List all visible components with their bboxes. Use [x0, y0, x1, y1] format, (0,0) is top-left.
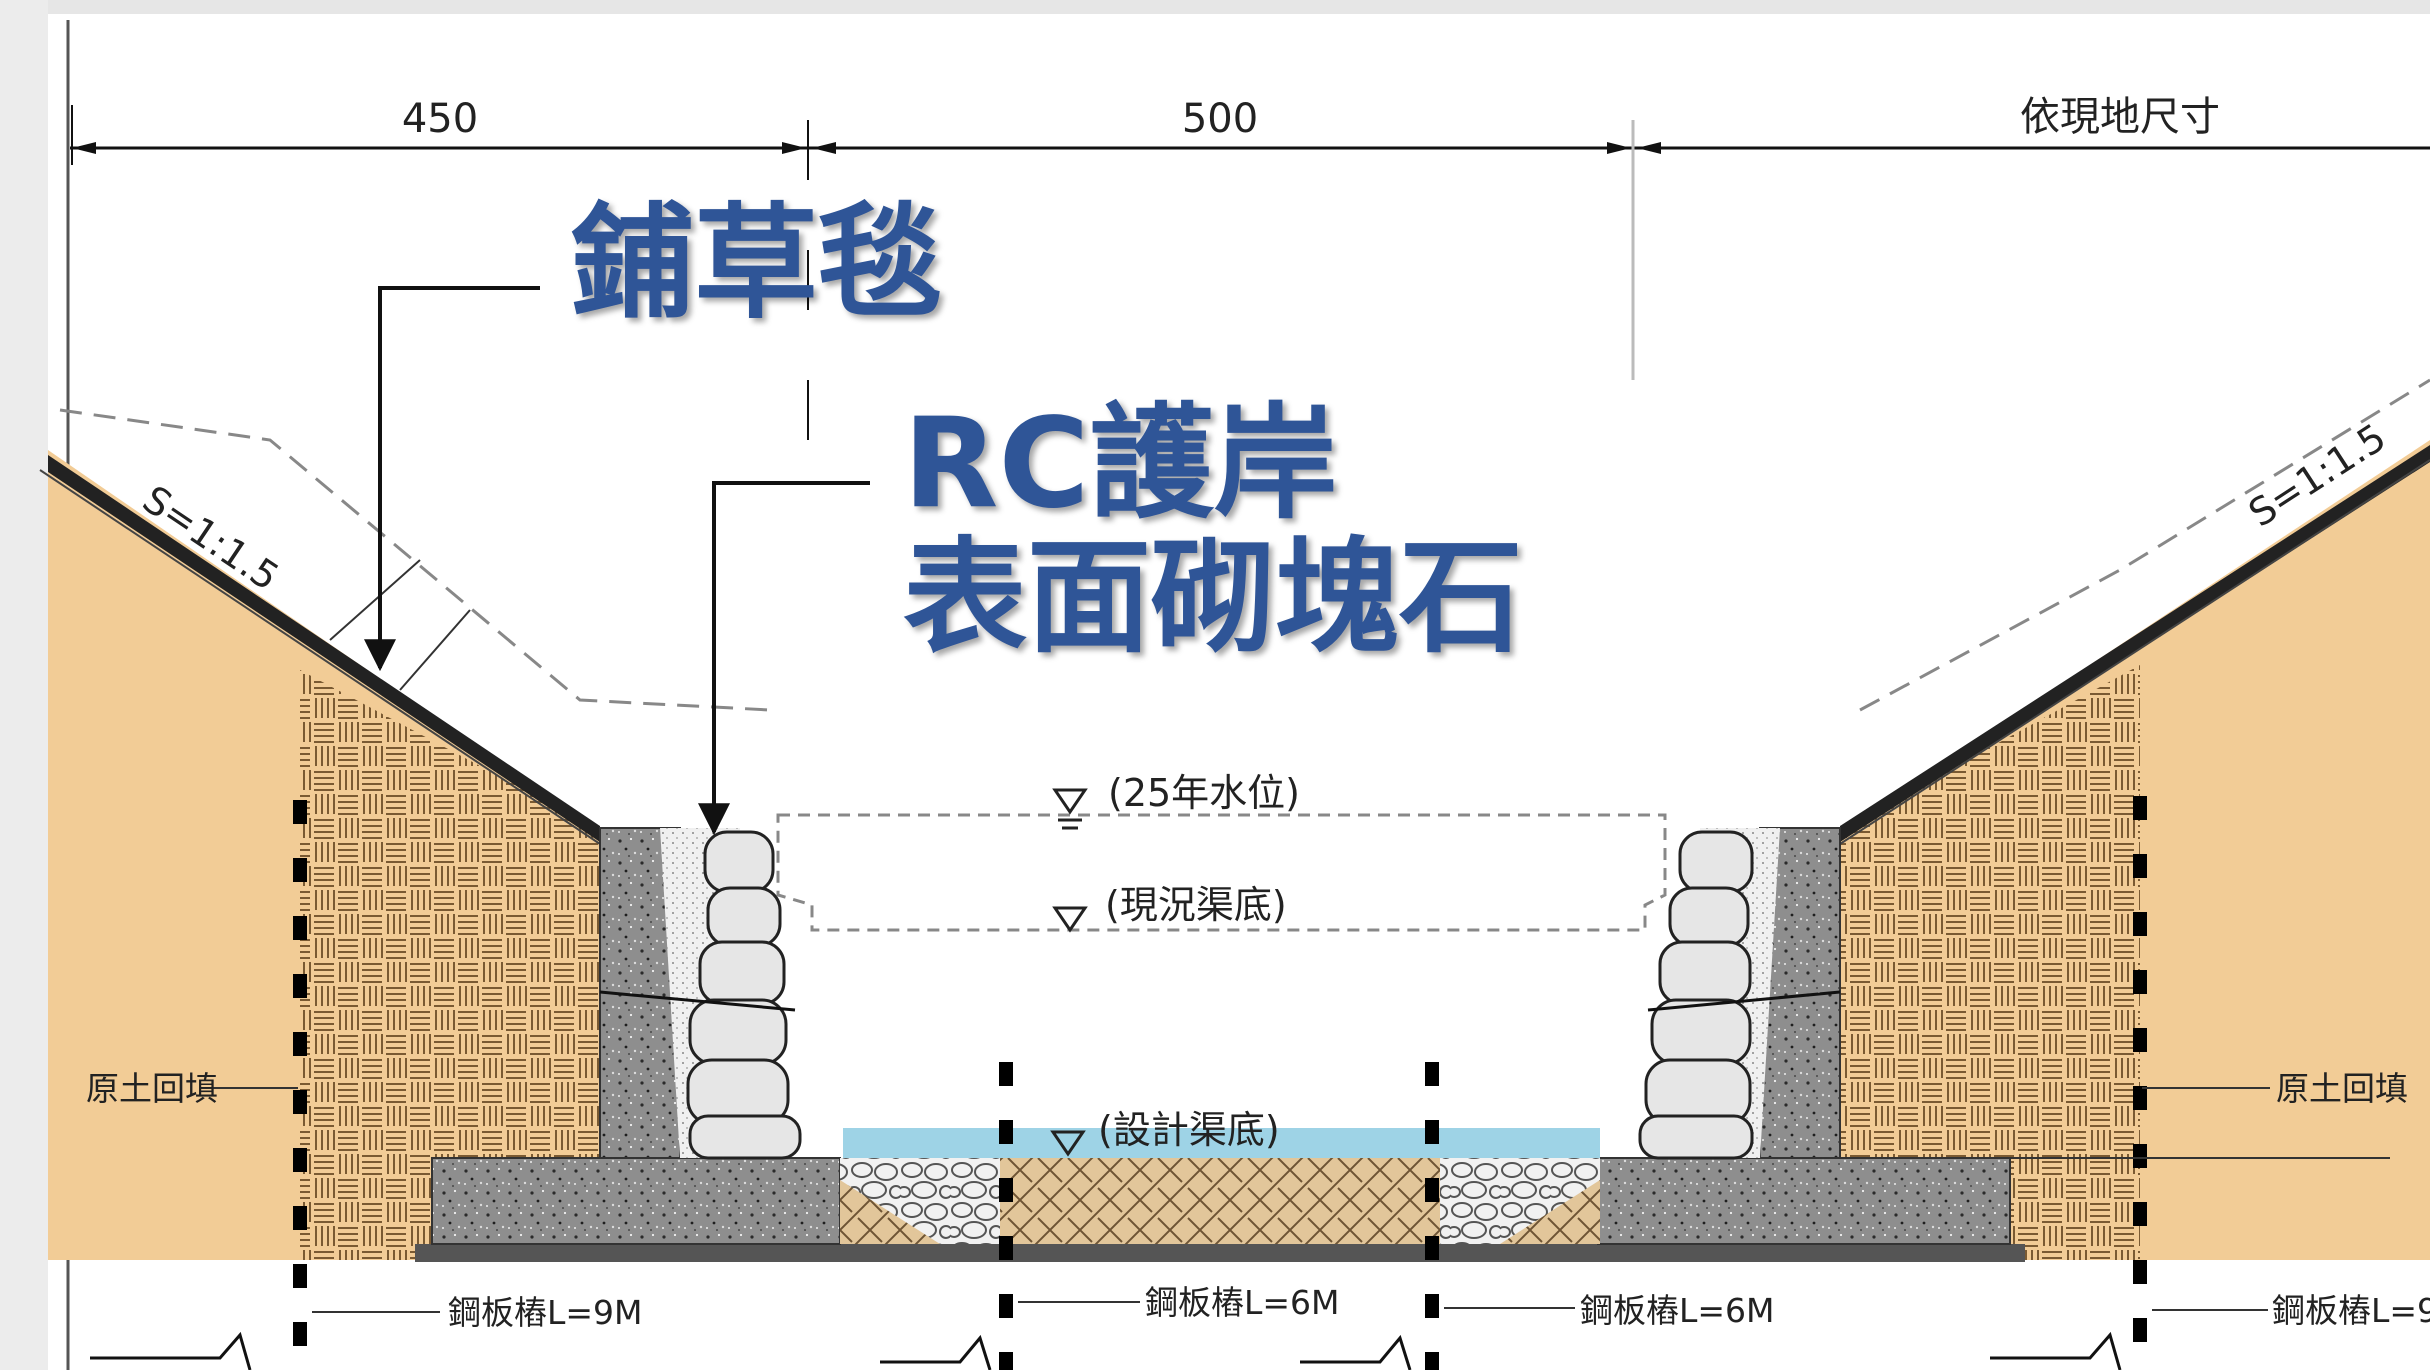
- existing-bed-marker: [1052, 906, 1088, 933]
- pile-leaders: [312, 1301, 2268, 1313]
- right-stone-masonry: [1638, 830, 1754, 1160]
- flood-level-marker: [1052, 788, 1088, 830]
- callout-grass-mat: 鋪草毯: [570, 192, 943, 336]
- dimension-middle-label: 500: [1182, 96, 1258, 142]
- pile-label-mid-right: 鋼板樁L=6M: [1580, 1291, 1775, 1330]
- callout-rc-line2: 表面砌塊石: [903, 525, 1524, 670]
- left-backfill-label: 原土回填: [86, 1069, 218, 1108]
- dimension-left-label: 450: [402, 96, 478, 142]
- base-blinding: [415, 1244, 2025, 1262]
- pile-label-mid-left: 鋼板樁L=6M: [1145, 1283, 1340, 1322]
- left-gravel: [840, 1158, 1000, 1244]
- left-footing: [431, 1157, 841, 1245]
- steel-sheet-piles: [293, 796, 2147, 1370]
- left-grass-mat: [48, 455, 600, 842]
- design-bed-marker: [1050, 1130, 1086, 1157]
- right-grass-mat: [1840, 445, 2430, 842]
- left-gray-band: [0, 0, 48, 1370]
- left-weep-pipe: [599, 990, 796, 1012]
- grass-mat-leader: [364, 286, 540, 672]
- slope-thickness-marks: [329, 559, 471, 691]
- rc-wall-leader: [698, 481, 870, 836]
- existing-ground-line: [59, 378, 2430, 712]
- break-lines: [90, 1331, 2122, 1370]
- pile-label-right: 鋼板樁L=9: [2272, 1291, 2430, 1330]
- right-gravel: [1440, 1158, 1600, 1244]
- left-backfill-weave: [300, 670, 600, 1260]
- flood-level-label: (25年水位): [1108, 771, 1300, 815]
- right-footing: [1597, 1157, 2011, 1245]
- callout-rc-line1: RC護岸: [903, 392, 1338, 536]
- top-gray-band: [0, 0, 2430, 14]
- left-stone-masonry: [686, 830, 802, 1160]
- dimension-line: [70, 105, 2430, 460]
- existing-bed-label: (現況渠底): [1105, 883, 1287, 927]
- right-weep-pipe: [1647, 990, 1841, 1012]
- right-backfill-label: 原土回填: [2276, 1069, 2408, 1108]
- dimension-right-label: 依現地尺寸: [2020, 94, 2220, 140]
- right-slope-under: [1839, 459, 2430, 845]
- pile-label-left: 鋼板樁L=9M: [448, 1293, 643, 1332]
- callout-rc-wall: RC護岸 表面砌塊石: [903, 392, 1524, 670]
- right-backfill-weave: [1840, 665, 2140, 1260]
- design-bed-label: (設計渠底): [1098, 1108, 1280, 1152]
- water-band: [843, 1128, 1600, 1158]
- left-slope-under: [39, 469, 601, 845]
